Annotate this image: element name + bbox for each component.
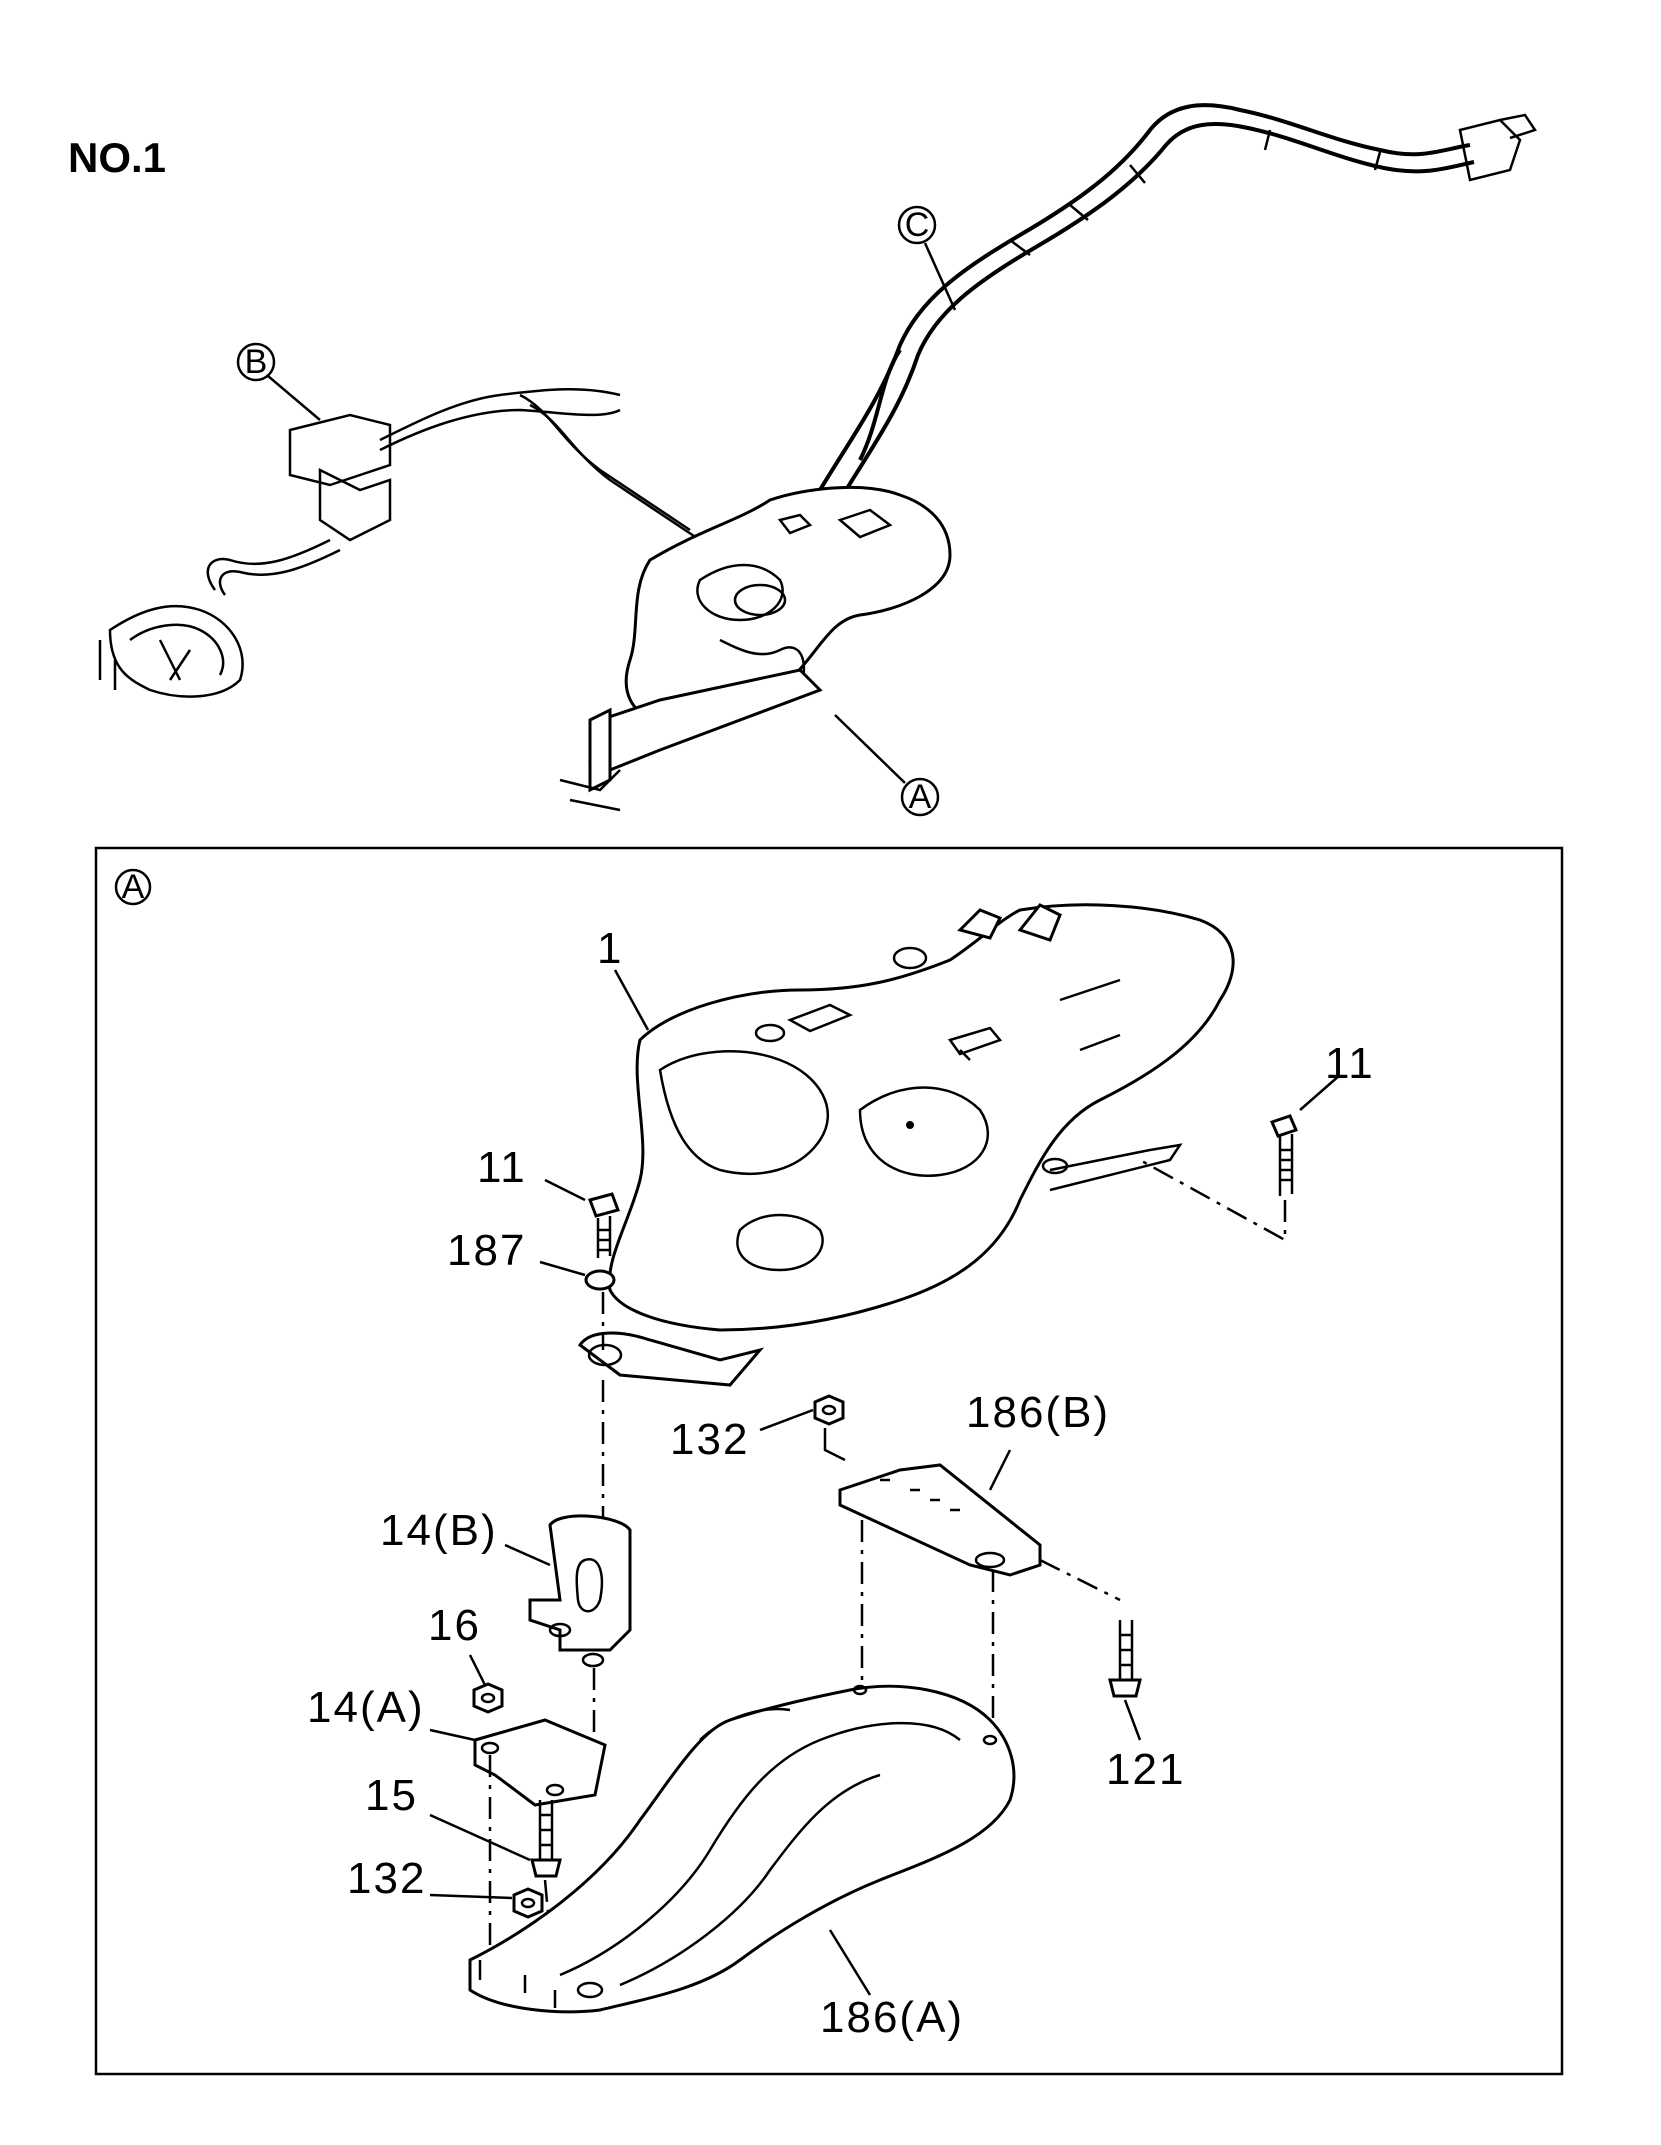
leader-part-1 [613,969,650,1031]
overview-callout-a: A [834,714,940,817]
callout-b-label: B [245,343,268,381]
callout-c-label: C [905,206,930,244]
label-part-186a: 186(A) [820,1993,964,2042]
protector-186b [838,1449,1121,1602]
fuel-tank [577,903,1235,1387]
label-part-16: 16 [428,1601,481,1650]
label-part-132-top: 132 [670,1415,749,1464]
detail-frame [94,846,1564,2076]
overview-callout-c: C [897,205,957,311]
callout-a-label: A [909,778,932,816]
label-part-14a: 14(A) [307,1683,425,1732]
bracket-14a [429,1718,607,1807]
detail-view-a: A [94,846,1564,2076]
label-part-14b: 14(B) [380,1506,498,1555]
label-part-187: 187 [447,1226,526,1275]
label-part-186b: 186(B) [966,1388,1110,1437]
wiring-harness [98,387,701,698]
bolt-11-left [544,1178,620,1258]
protector-186a [468,1684,1016,2014]
bolt-15 [429,1800,562,1878]
label-part-121: 121 [1106,1745,1185,1794]
bracket-14b [504,1514,632,1668]
overview-fuel-tank [559,485,952,812]
washer-187 [539,1260,616,1291]
nut-132-top [759,1394,846,1462]
label-part-1: 1 [597,924,623,973]
nut-132-bottom [429,1887,544,1919]
label-part-11-right: 11 [1325,1039,1375,1088]
overview-callout-b: B [236,342,321,421]
overview-assembly: C B A [98,103,1537,817]
label-part-15: 15 [365,1771,418,1820]
nut-16 [468,1654,504,1714]
bolt-121 [1108,1620,1142,1741]
diagram-title: NO.1 [68,134,166,181]
filler-pipe [818,103,1537,502]
label-part-132-bottom: 132 [347,1854,426,1903]
detail-frame-callout: A [122,868,145,906]
label-part-11-left: 11 [477,1143,527,1192]
bolt-11-right [1139,1074,1341,1243]
